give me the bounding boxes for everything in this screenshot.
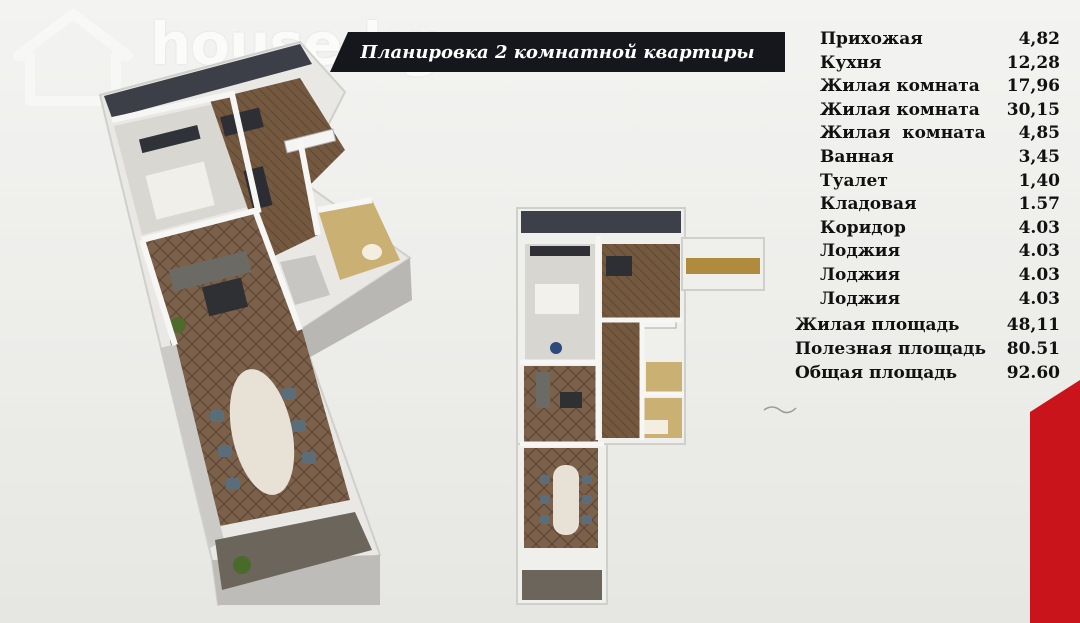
list-item: Лоджия 4.03 bbox=[820, 264, 1060, 288]
title-banner: Планировка 2 комнатной квартиры bbox=[330, 32, 785, 72]
list-item: Кладовая 1.57 bbox=[820, 193, 1060, 217]
room-name: Лоджия bbox=[820, 264, 901, 285]
total-name: Жилая площадь bbox=[795, 315, 960, 335]
total-name: Общая площадь bbox=[795, 363, 958, 383]
total-name: Полезная площадь bbox=[795, 339, 987, 359]
room-area-list: Прихожая 4,82 Кухня 12,28 Жилая комната 17,… bbox=[820, 28, 1060, 311]
room-area: 4.03 bbox=[1018, 217, 1060, 238]
total-area: 80.51 bbox=[1006, 339, 1060, 359]
list-item: Жилая комната 17,96 bbox=[820, 75, 1060, 99]
room-area: 1.57 bbox=[1018, 194, 1060, 215]
house-icon bbox=[13, 9, 133, 106]
room-name: Лоджия bbox=[820, 288, 901, 309]
room-name: Туалет bbox=[820, 170, 888, 191]
room-area: 1,40 bbox=[1018, 170, 1060, 191]
room-area: 4.03 bbox=[1018, 241, 1060, 262]
list-item: Лоджия 4.03 bbox=[820, 288, 1060, 312]
list-item: Коридор 4.03 bbox=[820, 217, 1060, 241]
room-area: 30,15 bbox=[1006, 99, 1060, 120]
room-name: Кухня bbox=[820, 52, 882, 73]
room-name: Ванная bbox=[820, 146, 894, 167]
room-area: 12,28 bbox=[1006, 52, 1060, 73]
room-name: Жилая комната bbox=[820, 99, 980, 120]
red-corner-decoration bbox=[1030, 380, 1080, 623]
list-item: Туалет 1,40 bbox=[820, 170, 1060, 194]
list-item: Полезная площадь 80.51 bbox=[795, 337, 1060, 361]
plan-large bbox=[98, 40, 412, 607]
room-area: 4.03 bbox=[1018, 264, 1060, 285]
list-item: Ванная 3,45 bbox=[820, 146, 1060, 170]
area-totals: Жилая площадь 48,11 Полезная площадь 80.51… bbox=[795, 313, 1060, 385]
room-area: 4.03 bbox=[1018, 288, 1060, 309]
total-area: 48,11 bbox=[1006, 315, 1060, 335]
page-title: Планировка 2 комнатной квартиры bbox=[360, 41, 755, 63]
plan-small bbox=[516, 207, 765, 605]
room-area: 4,82 bbox=[1018, 29, 1060, 49]
room-name: Коридор bbox=[820, 217, 906, 238]
room-name: Жилая комната bbox=[820, 123, 986, 144]
list-item: Лоджия 4.03 bbox=[820, 240, 1060, 264]
room-name: Жилая комната bbox=[820, 76, 980, 97]
room-area: 17,96 bbox=[1006, 76, 1060, 97]
room-name: Лоджия bbox=[820, 241, 901, 262]
room-name: Прихожая bbox=[820, 29, 923, 49]
total-area: 92.60 bbox=[1006, 363, 1060, 383]
list-item: Кухня 12,28 bbox=[820, 52, 1060, 76]
list-item: Общая площадь 92.60 bbox=[795, 361, 1060, 385]
list-item: Жилая комната 30,15 bbox=[820, 99, 1060, 123]
list-item: Прихожая 4,82 bbox=[820, 28, 1060, 52]
room-area: 4,85 bbox=[1018, 123, 1060, 144]
pen-mark bbox=[763, 406, 797, 414]
list-item: Жилая площадь 48,11 bbox=[795, 313, 1060, 337]
list-item: Жилая комната 4,85 bbox=[820, 122, 1060, 146]
room-name: Кладовая bbox=[820, 194, 917, 215]
room-area: 3,45 bbox=[1018, 146, 1060, 167]
